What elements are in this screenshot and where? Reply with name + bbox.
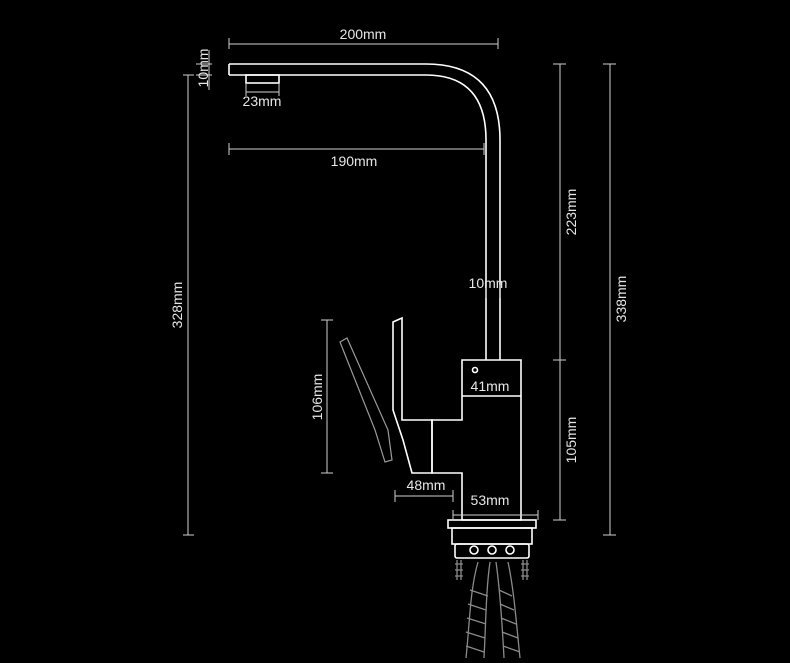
label-total-height: 338mm — [613, 276, 629, 323]
label-base-width: 53mm — [471, 492, 510, 508]
dim-line-lower-height — [553, 359, 566, 521]
supply-hoses — [465, 561, 521, 659]
label-body-width: 41mm — [471, 378, 510, 394]
label-aerator: 23mm — [243, 93, 282, 109]
lever-handle — [392, 316, 433, 474]
label-inner-reach: 190mm — [331, 153, 378, 169]
dim-line-base-width — [452, 510, 539, 520]
dim-line-overall-height-left — [183, 74, 194, 536]
dim-line-tube-width — [485, 285, 501, 298]
label-handle-offset: 48mm — [407, 477, 446, 493]
faucet-outline — [228, 63, 537, 659]
mounting-shank — [454, 543, 530, 580]
label-upper-height: 223mm — [563, 189, 579, 236]
dimension-lines — [183, 38, 616, 536]
dim-line-aerator — [245, 84, 280, 96]
base-plate — [447, 519, 537, 529]
label-spout-thickness: 10mm — [195, 49, 211, 88]
indicator-dot — [471, 366, 479, 374]
aerator — [245, 74, 280, 84]
dim-line-handle-offset — [394, 490, 454, 502]
spout-inner-edge — [229, 74, 487, 360]
base-nut — [451, 527, 533, 545]
label-handle-height: 106mm — [309, 374, 325, 421]
dim-line-total-height — [603, 63, 616, 536]
dim-line-inner-reach — [228, 143, 485, 155]
dimension-labels: 200mm 10mm 23mm 190mm 328mm 10mm 106mm 4… — [169, 26, 629, 508]
dim-line-spout-reach — [228, 38, 499, 49]
dim-line-handle-height — [321, 319, 333, 474]
handle-motion-ghost — [339, 337, 393, 463]
spout-outer-edge — [229, 63, 501, 360]
dim-line-spout-thickness — [196, 50, 212, 90]
label-spout-reach: 200mm — [340, 26, 387, 42]
label-lower-height: 105mm — [563, 417, 579, 464]
label-tube-width: 10mm — [469, 275, 508, 291]
label-overall-height-left: 328mm — [169, 282, 185, 329]
faucet-body — [431, 359, 522, 521]
